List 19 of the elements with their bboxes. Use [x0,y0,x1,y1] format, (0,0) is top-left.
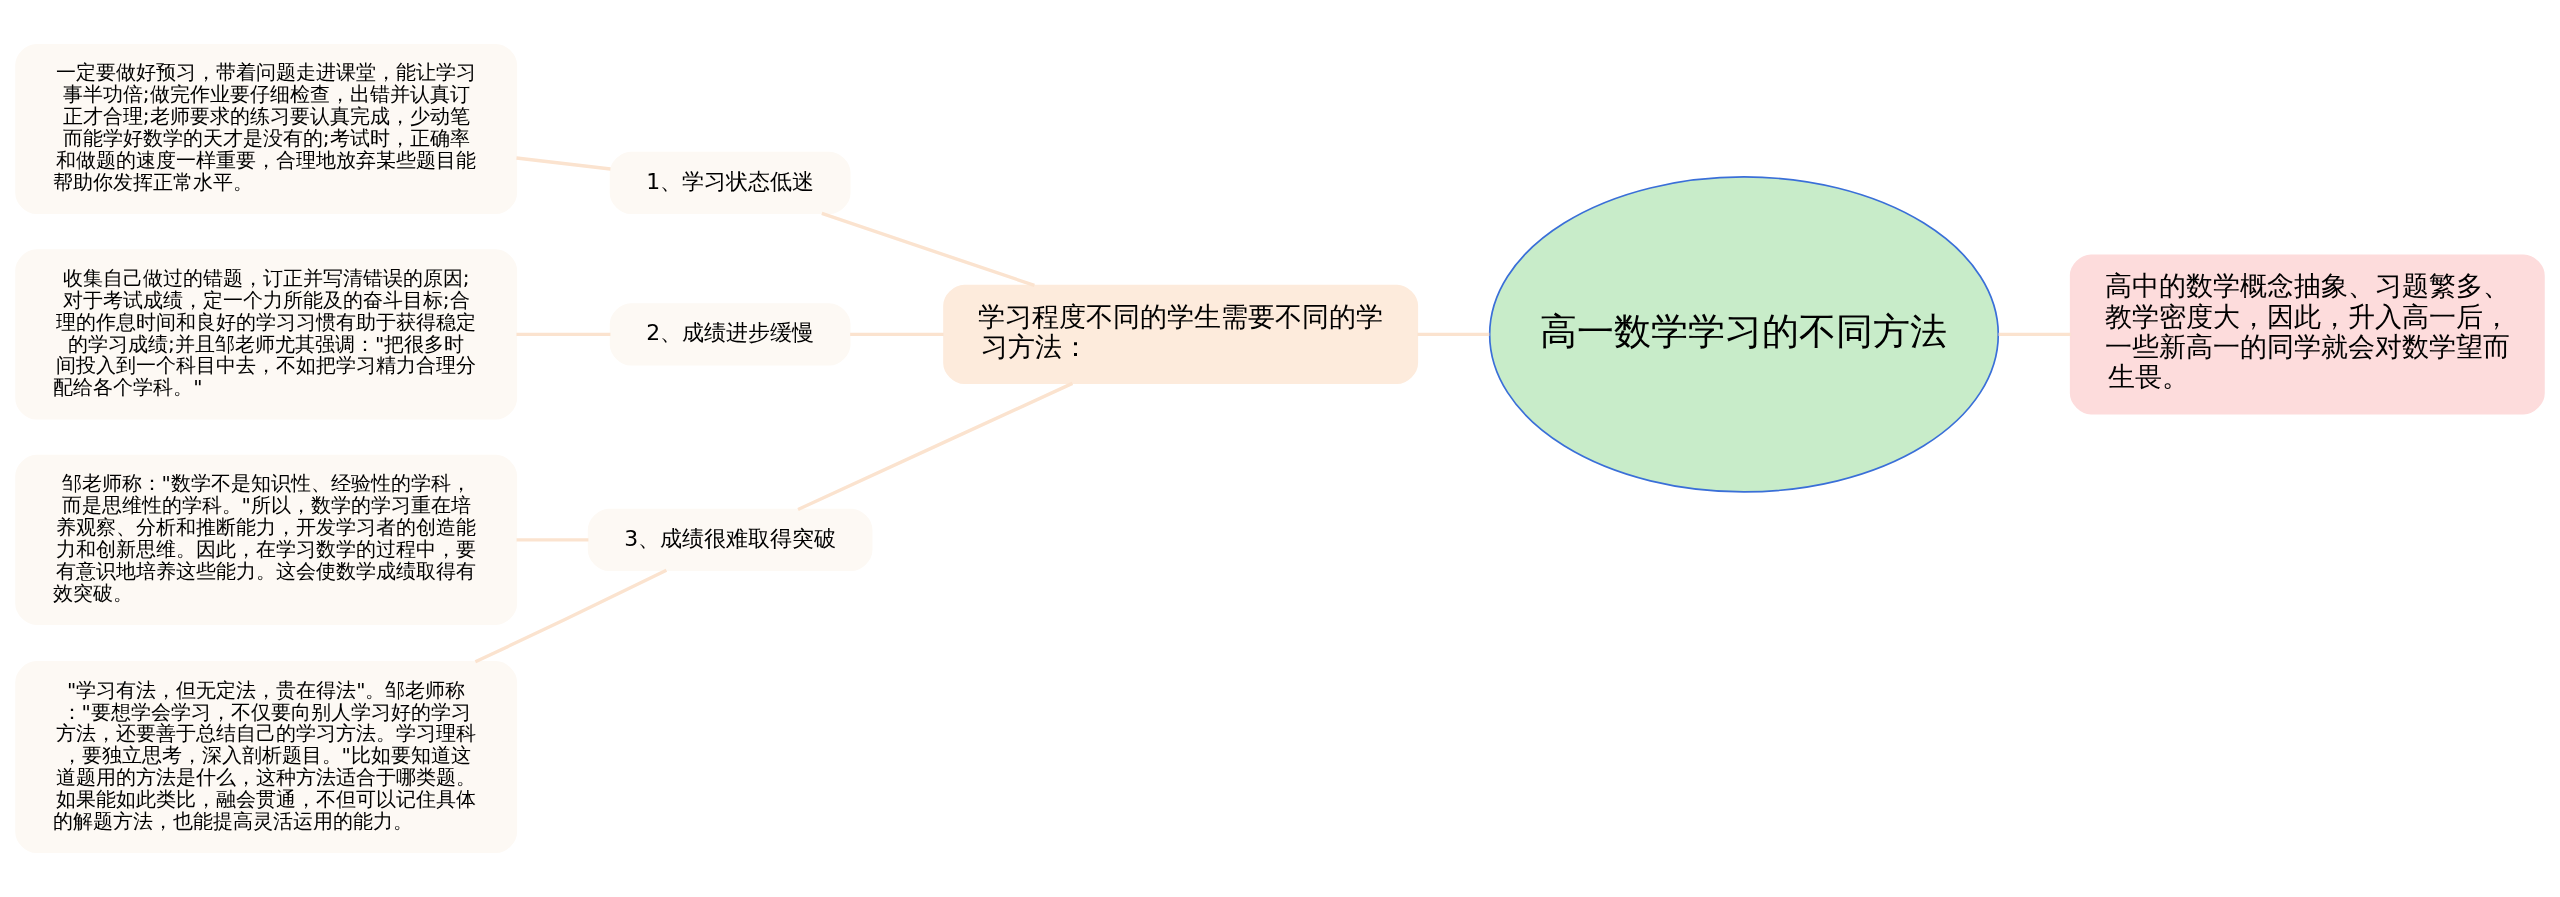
connector [797,381,1074,511]
node-box: 1、学习状态低迷 [609,151,851,214]
connector [1998,332,2071,337]
connector [474,568,668,664]
node-box: 学习程度不同的学生需要不同的学习方法： [943,284,1419,385]
node-box: 2、成绩进步缓慢 [609,303,851,366]
node-box: 收集自己做过的错题，订正并写清错误的原因;对于考试成绩，定一个力所能及的奋斗目标;合理的作息时间和良好的学习习惯有助于获得稳定的学习成绩;并且邹老师尤其强调："把很多时间投入到一个科目中去，不如把学习精力合理分配给各个学科。" [15,249,518,420]
node-box: 高中的数学概念抽象、习题繁多、教学密度大，因此，升入高一后，一些新高一的同学就会对数学望而生畏。 [2069,254,2545,415]
connector [516,156,611,171]
node-box: 邹老师称："数学不是知识性、经验性的学科，而是思维性的学科。"所以，数学的学习重在培养观察、分析和推断能力，开发学习者的创造能力和创新思维。因此，在学习数学的过程中，要有意识地培养这些能力。这会使数学成绩取得有效突破。 [15,454,518,625]
node-box: "学习有法，但无定法，贵在得法"。邹老师称："要想学会学习，不仅要向别人学习好的学习方法，还要善于总结自己的学习方法。学习理科，要独立思考，深入剖析题目。"比如要知道这道题用的方法是什么，这种方法适合于哪类题。如果能如此类比，融会贯通，不但可以记住具体的解题方法，也能提高灵活运用的能力。 [15,661,518,854]
connector [850,332,944,337]
connector [516,332,611,337]
node-box: 一定要做好预习，带着问题走进课堂，能让学习事半功倍;做完作业要仔细检查，出错并认真订正才合理;老师要求的练习要认真完成，少动笔而能学好数学的天才是没有的;考试时，正确率和做题的速度一样重要，合理地放弃某些题目能帮助你发挥正常水平。 [15,43,518,214]
connector [821,211,1035,287]
connector [1417,332,1490,337]
node-ellipse: 高一数学学习的不同方法 [1488,176,2000,493]
connector [516,538,589,542]
node-box: 3、成绩很难取得突破 [587,508,873,571]
